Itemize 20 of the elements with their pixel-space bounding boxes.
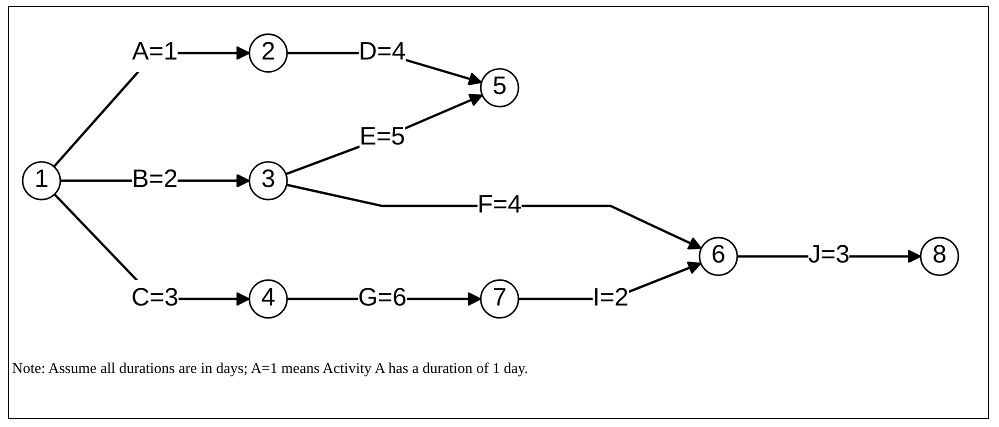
node-circle: 4 — [248, 279, 288, 319]
arrow — [285, 94, 483, 176]
note-text: Note: Assume all durations are in days; A=1 means Activity A has a duration of 1 day. — [12, 361, 528, 378]
node-circle: 6 — [698, 236, 738, 276]
node-circle: 7 — [480, 279, 520, 319]
edge-label: I=2 — [592, 284, 629, 312]
node-circle: 3 — [248, 161, 288, 200]
edge-label: C=3 — [131, 284, 178, 312]
edge-label: E=5 — [359, 124, 406, 151]
edge-label: F=4 — [478, 192, 522, 219]
edge-label: D=4 — [358, 38, 406, 66]
node-circle: 5 — [480, 68, 520, 108]
arrow — [286, 184, 702, 250]
edge-label: G=6 — [358, 284, 407, 312]
edge-label: A=1 — [132, 38, 178, 66]
node-circle: 1 — [22, 161, 62, 200]
edge-label: J=3 — [808, 242, 850, 270]
node-circle: 2 — [248, 33, 288, 73]
node-circle: 8 — [920, 236, 960, 276]
edge-label: B=2 — [132, 166, 178, 194]
